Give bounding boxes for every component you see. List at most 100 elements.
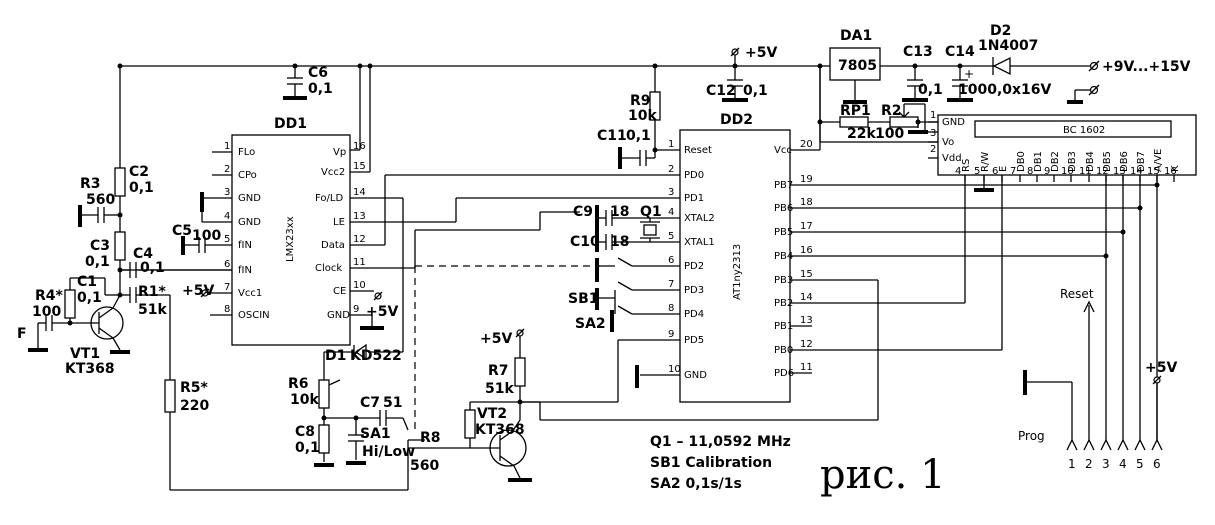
- dd2-pin-name: PB6: [774, 203, 793, 214]
- lcd-pin-num: 5: [974, 166, 980, 177]
- dd2-pin-num: 15: [800, 269, 813, 280]
- lcd-pin-num: 9: [1044, 166, 1050, 177]
- rf-input-section: C2 0,1 R3 560 C3 0,1 C4 0,1 R1* 51k C1 0…: [17, 164, 232, 380]
- lcd-pin-name: DB4: [1085, 151, 1096, 172]
- prog-connector: Reset +5V Prog: [1018, 287, 1177, 443]
- capacitor-c12: C12 0,1: [706, 66, 768, 102]
- vt2-v5-label: +5V: [480, 331, 512, 347]
- r6-ref: C8: [295, 424, 315, 440]
- dd2-ref: DD2: [720, 112, 753, 128]
- dd2-pin-num: 4: [668, 207, 674, 218]
- connector-pin-number: 2: [1085, 457, 1093, 471]
- c8-ref: C7: [360, 395, 380, 411]
- connector-pin: [1100, 438, 1112, 451]
- dd2-pin-num: 9: [668, 329, 674, 340]
- dd2-pin-num: 12: [800, 339, 813, 350]
- dd2-pin-name: PB1: [774, 321, 793, 332]
- dd1-pin-name: GND: [327, 310, 350, 321]
- r3-ref: C3: [90, 238, 110, 254]
- lcd-pin-name: DB5: [1102, 151, 1113, 172]
- dd2-pin-num: 17: [800, 221, 813, 232]
- dd2-pin-name: XTAL1: [684, 237, 715, 248]
- connector-pin-number: 1: [1068, 457, 1076, 471]
- resistor-r4: R5* 220: [164, 379, 409, 491]
- c13-value: 0,1: [918, 82, 943, 98]
- c8-value: 51: [383, 395, 402, 411]
- dd1-pin-name: Data: [321, 240, 345, 251]
- lcd-pin-num: 3: [930, 128, 936, 139]
- r2-value: 0,1: [129, 180, 154, 196]
- dd2-pin-num: 11: [800, 362, 813, 373]
- input-f-label: F: [17, 326, 27, 342]
- c9-ref: C9: [573, 204, 593, 220]
- lcd-pin-num: 13: [1113, 166, 1126, 177]
- dd1-pin-name: GND: [238, 217, 261, 228]
- resistor-r10: RP1 22k: [817, 66, 890, 142]
- rp1-ref: R2: [881, 103, 902, 119]
- dd2-pin-num: 3: [668, 187, 674, 198]
- dd2-part: AT1ny2313: [732, 244, 743, 300]
- dd2-pin-name: XTAL2: [684, 213, 715, 224]
- lcd-pin-num: 1: [930, 110, 936, 121]
- c14-value: 1000,0x16V: [958, 82, 1052, 98]
- r6-value: 0,1: [295, 440, 320, 456]
- c14-ref: C14: [945, 44, 975, 60]
- c10-ref: C10: [570, 234, 600, 250]
- sa2-ref: SA2: [575, 316, 606, 332]
- dd1-v5-label: +5V: [182, 283, 214, 299]
- r4-ref: R5*: [180, 380, 209, 396]
- dd1-pin-name: Fo/LD: [315, 193, 343, 204]
- capacitor-c11: C11 0,1: [597, 128, 656, 169]
- r8-ref: R7: [488, 363, 509, 379]
- dd2-pin-num: 8: [668, 303, 674, 314]
- note-1: Q1 – 11,0592 MHz: [650, 434, 791, 450]
- connector-pin-number: 4: [1119, 457, 1127, 471]
- chip-dd1: DD1 LMX23xx: [231, 116, 351, 346]
- c9-value: 18: [610, 204, 629, 220]
- lcd-pin-name: DB0: [1016, 151, 1027, 172]
- dd1-pin-num: 5: [224, 234, 230, 245]
- regulator-da1: DA1 7805: [829, 28, 1010, 104]
- dd1-pin-num: 15: [353, 161, 366, 172]
- r10-value: 22k: [847, 126, 876, 142]
- c5-value: 100: [192, 228, 221, 244]
- figure-caption: рис. 1: [820, 452, 946, 498]
- lcd-pin-num: 11: [1079, 166, 1092, 177]
- dd1-pin-num: 13: [353, 211, 366, 222]
- c6-ref: C6: [308, 65, 328, 81]
- dd2-pin-name: PD0: [684, 170, 704, 181]
- dd2-pin-num: 13: [800, 315, 813, 326]
- connector-pin: [1151, 438, 1163, 451]
- r10-ref: RP1: [840, 103, 871, 119]
- r4-value: 220: [180, 398, 209, 414]
- dd1-pin-num: 4: [224, 211, 230, 222]
- dd2-pin-name: PB4: [774, 251, 793, 262]
- dd2-pin-num: 5: [668, 231, 674, 242]
- lcd-part: BC 1602: [1063, 125, 1105, 136]
- dd2-pin-name: PD5: [684, 335, 704, 346]
- dd2-pin-num: 14: [800, 292, 813, 303]
- lcd-pin-name: DB2: [1050, 151, 1061, 172]
- dd1-pin-num: 9: [353, 304, 359, 315]
- dd2-pin-num: 6: [668, 255, 674, 266]
- c1-value: 100: [32, 304, 61, 320]
- r8-value: 51k: [485, 381, 514, 397]
- d2-value: 1N4007: [978, 38, 1038, 54]
- c2-value: 560: [86, 192, 115, 208]
- lcd-pin-name: DB6: [1119, 151, 1130, 172]
- c3-value: 0,1: [140, 260, 165, 276]
- connector-pin-number: 6: [1153, 457, 1161, 471]
- lcd-pin-num: 2: [930, 144, 936, 155]
- r2-ref: C2: [129, 164, 149, 180]
- dd2-pin-num: 20: [800, 139, 813, 150]
- c11-ref: C11: [597, 128, 627, 144]
- dd2-pin-num: 7: [668, 279, 674, 290]
- c4-ref: R1*: [138, 284, 167, 300]
- v5-rail-terminal: +5V: [730, 45, 777, 66]
- dd1-pin-num: 1: [224, 141, 230, 152]
- c12-ref: C12: [706, 83, 736, 99]
- connector-pin: [1066, 438, 1078, 451]
- connector-pin-number: 5: [1136, 457, 1144, 471]
- dd1-pin-num: 16: [353, 141, 366, 152]
- dd1-pin-name: Clock: [315, 263, 342, 274]
